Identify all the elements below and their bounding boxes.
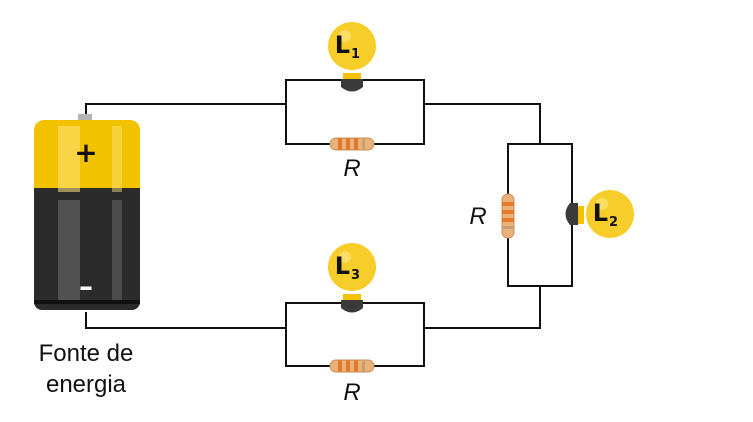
lamp-l3: L 3: [328, 243, 376, 313]
lamp-l1-subscript: 1: [351, 47, 360, 62]
lamp-l1: L 1: [328, 22, 376, 92]
resistor-right: [501, 193, 515, 239]
wires: [85, 79, 573, 367]
lamp-l3-subscript: 3: [351, 268, 360, 283]
battery: + –: [34, 114, 140, 310]
battery-positive-sign: +: [74, 136, 97, 169]
resistor-bottom-label: R: [343, 379, 360, 406]
lamp-l2: L 2: [565, 190, 634, 238]
lamp-l1-letter: L: [335, 31, 350, 59]
lamp-l3-letter: L: [335, 252, 350, 280]
resistor-top-label: R: [343, 155, 360, 182]
resistor-right-label: R: [469, 203, 486, 230]
resistor-top: [329, 137, 375, 151]
lamp-l2-subscript: 2: [609, 215, 618, 230]
lamp-l2-letter: L: [593, 199, 608, 227]
resistor-bottom: [329, 359, 375, 373]
power-source-label-line2: energia: [46, 371, 127, 398]
battery-negative-sign: –: [79, 270, 93, 303]
power-source-label-line1: Fonte de: [39, 340, 134, 367]
